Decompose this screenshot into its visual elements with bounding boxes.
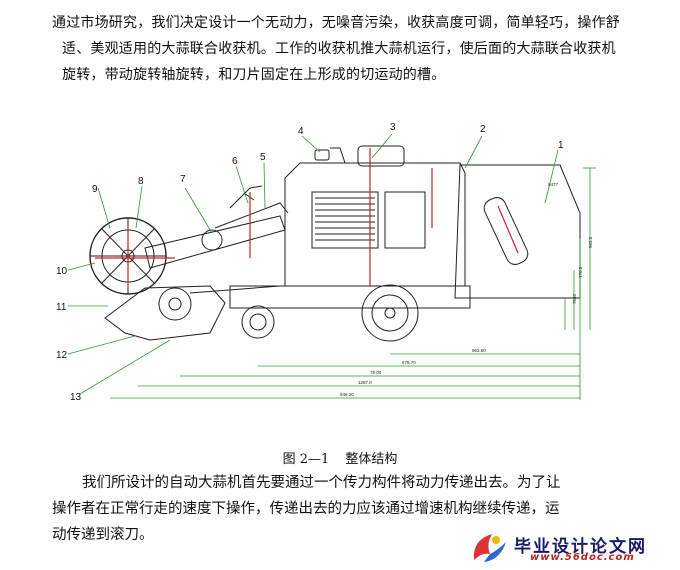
- dimension-label: 963.60: [472, 348, 486, 353]
- dimension-label: 78.00: [370, 370, 382, 375]
- callout-3: 3: [390, 122, 396, 133]
- callout-5: 5: [260, 152, 266, 163]
- conveyor: [144, 215, 286, 269]
- chassis-frame: [229, 285, 471, 309]
- callout-6: 6: [232, 156, 238, 167]
- exhaust-cap: [314, 149, 330, 161]
- rear-hopper: [454, 164, 581, 299]
- callout-12: 12: [56, 350, 68, 361]
- site-watermark: 毕业设计论文网 www.56doc.com: [470, 530, 670, 566]
- dimension-label: 946.20: [340, 392, 354, 397]
- figure-title: 整体结构: [345, 452, 398, 467]
- callout-8: 8: [138, 176, 144, 187]
- callout-9: 9: [92, 184, 98, 195]
- bottom-paragraph-line-1: 我们所设计的自动大蒜机首先要通过一个传力构件将动力传递出去。为了让: [82, 475, 561, 491]
- bottom-paragraph-line-3: 动传递到滚刀。: [52, 527, 154, 543]
- tank: [357, 145, 405, 167]
- watermark-text: 毕业设计论文网: [514, 537, 647, 557]
- dimension-label: 963.5: [588, 236, 593, 248]
- top-paragraph-line-3: 旋转，带动旋转轴旋转，和刀片固定在上形成的切运动的槽。: [62, 67, 446, 83]
- rear-wheel: [361, 284, 419, 342]
- harvester-structure-drawing: 1 2 3 4 5 6 7 8 9 10 11 12 13 9477 963.5…: [56, 122, 596, 403]
- figure-caption: 图 2—1 整体结构: [0, 448, 680, 467]
- callout-13: 13: [70, 392, 82, 403]
- dimension-label: 7845: [572, 293, 577, 304]
- callout-10: 10: [56, 266, 68, 277]
- callout-11: 11: [56, 302, 67, 313]
- top-paragraph-line-2: 适、美观适用的大蒜联合收获机。工作的收获机推大蒜机运行，使后面的大蒜联合收获机: [62, 41, 616, 57]
- dimension-label: 1287.0: [358, 380, 372, 385]
- callout-1: 1: [558, 140, 564, 151]
- top-paragraph-line-1: 通过市场研究，我们决定设计一个无动力，无噪音污染，收获高度可调，简单轻巧，操作舒: [52, 15, 620, 31]
- hopper-slot: [483, 197, 529, 265]
- dimension-label: 9477: [548, 182, 559, 187]
- engine-grille: [311, 191, 426, 249]
- watermark-logo-icon: [473, 534, 506, 562]
- bottom-paragraph-line-2: 操作者在正常行走的速度下操作，传递出去的力应该通过增速机构继续传递，运: [52, 501, 560, 517]
- dimension-label: 1?0.5: [578, 266, 583, 278]
- figure-number: 图 2—1: [282, 452, 330, 467]
- watermark-url: www.56doc.com: [530, 552, 635, 563]
- callout-7: 7: [180, 174, 186, 185]
- dimension-label: 678.70: [402, 360, 416, 365]
- front-crawler: [104, 285, 226, 341]
- control-handle: [229, 185, 263, 209]
- small-wheel: [241, 305, 275, 339]
- callout-2: 2: [480, 124, 486, 135]
- top-paragraph: 通过市场研究，我们决定设计一个无动力，无噪音污染，收获高度可调，简单轻巧，操作舒…: [52, 10, 642, 88]
- bottom-paragraph: 我们所设计的自动大蒜机首先要通过一个传力构件将动力传递出去。为了让 操作者在正常…: [52, 470, 632, 548]
- callout-4: 4: [298, 126, 304, 137]
